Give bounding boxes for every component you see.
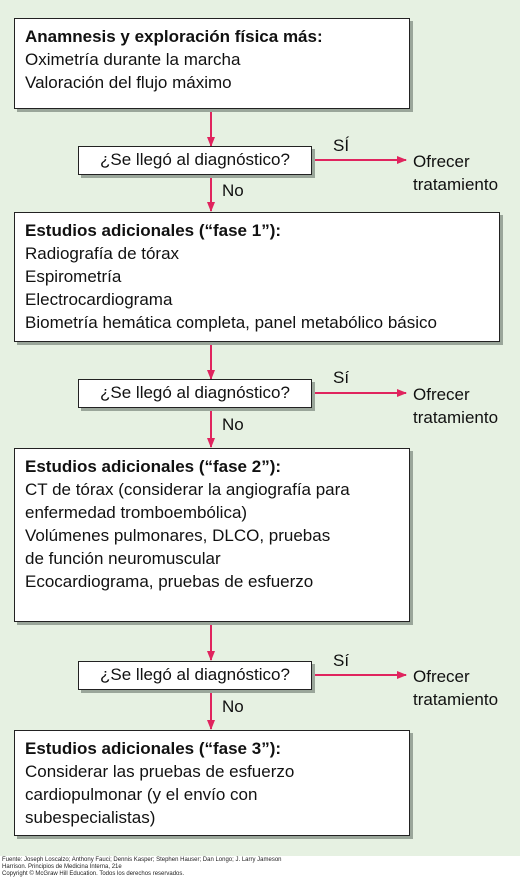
step1-header: Anamnesis y exploración física más:: [25, 27, 323, 46]
phase1-item: Radiografía de tórax: [25, 244, 180, 263]
outcome-3: Ofrecer tratamiento: [413, 665, 498, 711]
decision-question: ¿Se llegó al diagnóstico?: [100, 383, 290, 402]
phase2-item: CT de tórax (considerar la angiografía p…: [25, 480, 350, 499]
no-label-3: No: [222, 697, 244, 716]
phase1-header: Estudios adicionales (“fase 1”):: [25, 221, 282, 240]
phase2-item: de función neuromuscular: [25, 549, 221, 568]
phase3-header: Estudios adicionales (“fase 3”):: [25, 739, 282, 758]
outcome-1: Ofrecer tratamiento: [413, 150, 498, 196]
phase3-box: Estudios adicionales (“fase 3”): Conside…: [14, 730, 410, 836]
phase1-item: Electrocardiograma: [25, 290, 173, 309]
phase3-item: cardiopulmonar (y el envío con: [25, 785, 258, 804]
phase2-item: enfermedad tromboembólica): [25, 503, 248, 522]
decision-box-3: ¿Se llegó al diagnóstico?: [78, 661, 312, 690]
step1-item: Valoración del flujo máximo: [25, 73, 232, 92]
phase2-box: Estudios adicionales (“fase 2”): CT de t…: [14, 448, 410, 622]
decision-box-2: ¿Se llegó al diagnóstico?: [78, 379, 312, 408]
no-label-1: No: [222, 181, 244, 200]
outcome-line: tratamiento: [413, 175, 499, 194]
flow-arrows: [207, 110, 407, 730]
outcome-line: Ofrecer: [413, 385, 470, 404]
no-label-2: No: [222, 415, 244, 434]
phase1-item: Biometría hemática completa, panel metab…: [25, 313, 437, 332]
footer-source: Fuente: Joseph Loscalzo; Anthony Fauci; …: [2, 857, 282, 863]
yes-label-1: SÍ: [333, 136, 350, 155]
decision-question: ¿Se llegó al diagnóstico?: [100, 665, 290, 684]
phase3-item: subespecialistas): [25, 808, 156, 827]
phase2-item: Volúmenes pulmonares, DLCO, pruebas: [25, 526, 331, 545]
footer-book: Harrison. Principios de Medicina Interna…: [2, 864, 122, 870]
phase2-item: Ecocardiograma, pruebas de esfuerzo: [25, 572, 314, 591]
decision-question: ¿Se llegó al diagnóstico?: [100, 150, 290, 169]
decision-box-1: ¿Se llegó al diagnóstico?: [78, 146, 312, 175]
outcome-2: Ofrecer tratamiento: [413, 383, 498, 429]
phase3-item: Considerar las pruebas de esfuerzo: [25, 762, 295, 781]
phase1-item: Espirometría: [25, 267, 122, 286]
step1-item: Oximetría durante la marcha: [25, 50, 241, 69]
step1-box: Anamnesis y exploración física más: Oxim…: [14, 18, 410, 109]
outcome-line: tratamiento: [413, 408, 499, 427]
source-footer: Fuente: Joseph Loscalzo; Anthony Fauci; …: [2, 857, 512, 878]
outcome-line: tratamiento: [413, 690, 499, 709]
phase1-box: Estudios adicionales (“fase 1”): Radiogr…: [14, 212, 500, 342]
outcome-line: Ofrecer: [413, 152, 470, 171]
yes-label-2: Sí: [333, 368, 350, 387]
phase2-header: Estudios adicionales (“fase 2”):: [25, 457, 282, 476]
outcome-line: Ofrecer: [413, 667, 470, 686]
yes-label-3: Sí: [333, 651, 350, 670]
flowchart-panel: [0, 0, 520, 856]
footer-copyright: Copyright © McGraw Hill Education. Todos…: [2, 871, 185, 877]
